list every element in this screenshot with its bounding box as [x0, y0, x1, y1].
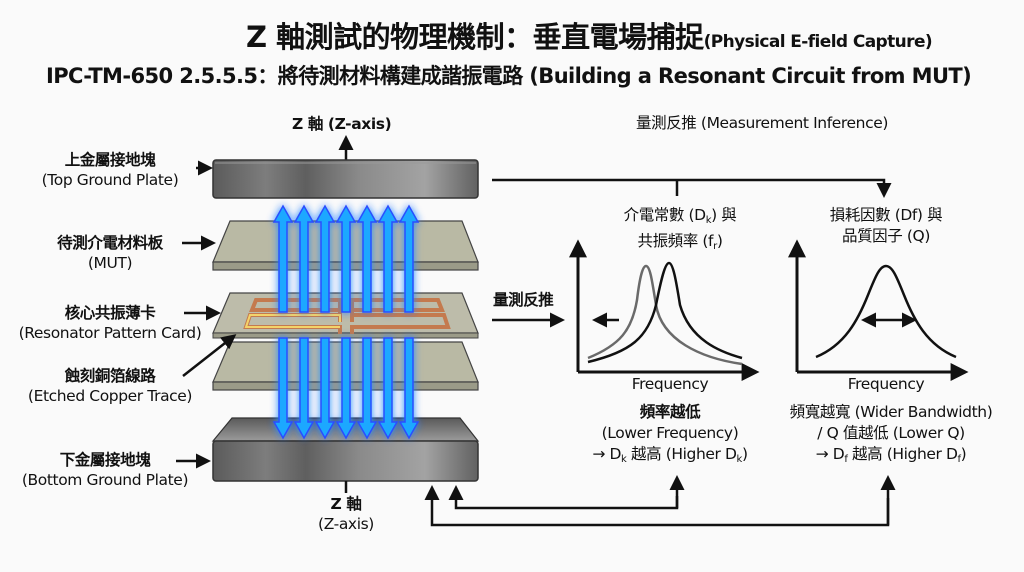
inference-connectors [424, 178, 896, 527]
field-arrow-up [356, 204, 378, 313]
left-note-end: ) [741, 445, 748, 463]
field-arrow-up [398, 204, 420, 313]
right-note-3end: ) [960, 445, 967, 463]
copper-trace-highlight [244, 314, 341, 328]
inference-arrow-label: 量測反推 [493, 291, 554, 309]
label-top-ground-plate: 上金屬接地塊 (Top Ground Plate) [20, 150, 200, 190]
z-axis-bottom-zh: Z 軸 [330, 495, 362, 513]
field-arrow-down [335, 337, 357, 440]
label-bottom-ground-plate: 下金屬接地塊 (Bottom Ground Plate) [5, 450, 205, 490]
left-title-sub2: r [713, 241, 717, 252]
left-note-sub2: k [736, 454, 743, 465]
field-arrow-down [377, 337, 399, 440]
page-title: Z 軸測試的物理機制：垂直電場捕捉(Physical E-field Captu… [246, 14, 933, 56]
right-note-3sub: f [844, 454, 848, 465]
field-arrow-down [314, 337, 336, 440]
field-arrow-up [314, 204, 336, 313]
right-plot-xlabel: Frequency [847, 375, 925, 393]
label-zh: 蝕刻銅箔線路 [64, 367, 156, 385]
label-copper-trace: 蝕刻銅箔線路 (Etched Copper Trace) [15, 366, 205, 406]
field-arrow-up [293, 204, 315, 313]
left-note-arrow: → D [592, 445, 622, 463]
page-subtitle: IPC-TM-650 2.5.5.5：將待測材料構建成諧振電路 (Buildin… [46, 64, 972, 88]
left-note-en: (Lower Frequency) [601, 424, 739, 442]
left-note-sub: k [621, 454, 627, 465]
left-plot-note: 頻率越低 (Lower Frequency) → Dk 越高 (Higher D… [580, 402, 760, 470]
right-plot-note: 頻寬越寬 (Wider Bandwidth) / Q 值越低 (Lower Q)… [766, 402, 1016, 470]
right-note-3mid: 越高 (Higher D [847, 445, 958, 463]
right-note-3sub2: f [957, 454, 962, 465]
inference-heading: 量測反推 (Measurement Inference) [636, 114, 888, 132]
label-zh: 待測介電材料板 [57, 234, 163, 252]
field-arrow-up [272, 204, 294, 313]
field-arrow-down [272, 337, 294, 440]
left-title-sub1: k [705, 215, 712, 226]
right-title-line2: 品質因子 (Q) [841, 227, 931, 245]
z-axis-top-label: Z 軸 (Z-axis) [292, 115, 392, 133]
label-en: (Etched Copper Trace) [27, 387, 193, 405]
field-arrow-down [398, 337, 420, 440]
right-note-3a: → D [815, 445, 845, 463]
left-plot-xlabel: Frequency [631, 375, 709, 393]
label-zh: 下金屬接地塊 [59, 451, 151, 469]
label-en: (Resonator Pattern Card) [18, 324, 202, 342]
title-zh: Z 軸測試的物理機制：垂直電場捕捉 [246, 20, 704, 54]
field-arrow-down [356, 337, 378, 440]
left-note-mid: 越高 (Higher D [626, 445, 737, 463]
left-title-line2: 共振頻率 (f [637, 232, 714, 250]
field-arrow-up [377, 204, 399, 313]
left-title-tail1: ) 與 [711, 206, 737, 224]
label-en: (MUT) [87, 254, 133, 272]
title-en: (Physical E-field Capture) [703, 32, 933, 52]
original-resonance-curve [587, 261, 743, 364]
left-title-tail2: ) [716, 232, 723, 250]
top-ground-plate [212, 159, 479, 199]
shifted-resonance-curve [587, 264, 743, 366]
label-zh: 上金屬接地塊 [64, 151, 156, 169]
right-plot-title: 損耗因數 (Df) 與 品質因子 (Q) [806, 205, 966, 247]
field-arrow-down [293, 337, 315, 440]
bandwidth-curve [815, 264, 957, 359]
right-title-line1: 損耗因數 (Df) 與 [829, 206, 943, 224]
pointer-copper [182, 334, 237, 377]
right-note-1: 頻寬越寬 (Wider Bandwidth) [789, 403, 993, 421]
left-note-zh: 頻率越低 [639, 403, 701, 421]
label-zh: 核心共振薄卡 [64, 304, 156, 322]
label-en: (Top Ground Plate) [41, 171, 179, 189]
z-axis-bottom-label: Z 軸 (Z-axis) [318, 494, 374, 534]
left-plot-axes [569, 239, 760, 381]
label-en: (Bottom Ground Plate) [21, 471, 189, 489]
z-axis-bottom-en: (Z-axis) [318, 515, 374, 533]
left-title-line1: 介電常數 (D [623, 206, 707, 224]
right-plot-axes [788, 239, 969, 381]
right-note-2: / Q 值越低 (Lower Q) [817, 424, 965, 442]
label-mut: 待測介電材料板 (MUT) [40, 233, 180, 273]
label-resonator-card: 核心共振薄卡 (Resonator Pattern Card) [10, 303, 210, 343]
field-arrow-up [335, 204, 357, 313]
left-plot-title: 介電常數 (Dk) 與 共振頻率 (fr) [600, 205, 760, 257]
e-field-arrows [272, 204, 420, 440]
